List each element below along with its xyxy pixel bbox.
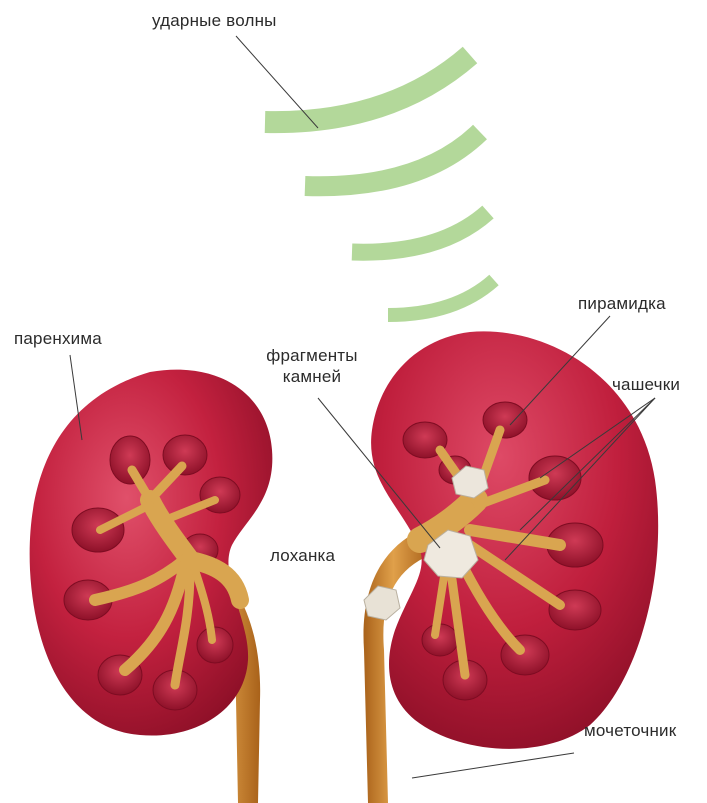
label-pelvis: лоханка	[270, 545, 335, 566]
left-kidney	[30, 370, 273, 803]
label-fragments-line1: фрагменты	[256, 345, 368, 366]
label-ureter: мочеточник	[584, 720, 676, 741]
shock-wave-1	[265, 55, 470, 122]
label-fragments: фрагменты камней	[256, 345, 368, 387]
left-parenchyma	[30, 370, 273, 736]
label-fragments-line2: камней	[256, 366, 368, 387]
leader-ureter	[412, 753, 574, 778]
label-pyramid: пирамидка	[578, 293, 666, 314]
label-calyces: чашечки	[612, 374, 680, 395]
shock-wave-2	[305, 132, 480, 186]
label-parenchyma: паренхима	[14, 328, 102, 349]
shock-wave-4	[388, 280, 494, 315]
shock-wave-3	[352, 212, 488, 252]
label-shock-waves: ударные волны	[152, 10, 277, 31]
